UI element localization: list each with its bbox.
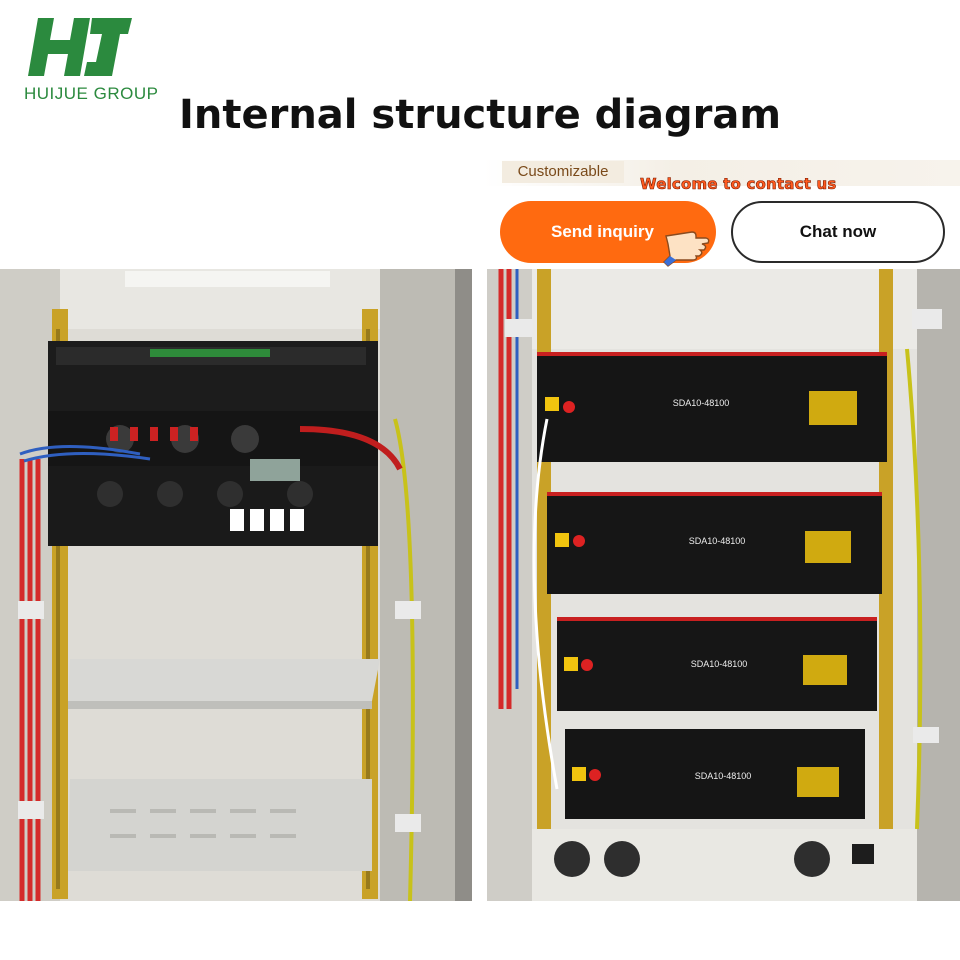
- battery-module-3: SDA10-48100: [557, 617, 877, 711]
- right-battery-photo: SDA10-48100 SDA10-48100 SDA10-48100 SDA1…: [487, 269, 960, 901]
- battery-label: SDA10-48100: [689, 536, 746, 546]
- welcome-text: Welcome to contact us: [640, 175, 837, 194]
- send-inquiry-button[interactable]: Send inquiry: [500, 201, 716, 263]
- logo-mark-icon: [28, 18, 132, 76]
- page-title: Internal structure diagram: [178, 92, 782, 138]
- brand-name: HUIJUE GROUP: [24, 84, 159, 103]
- pointing-hand-icon: [663, 231, 710, 267]
- battery-label: SDA10-48100: [695, 771, 752, 781]
- battery-label: SDA10-48100: [691, 659, 748, 669]
- battery-module-2: SDA10-48100: [547, 492, 882, 594]
- chat-now-button[interactable]: Chat now: [731, 201, 945, 263]
- brand-logo: HUIJUE GROUP: [24, 14, 158, 104]
- customizable-tag: Customizable: [502, 161, 624, 183]
- left-cabinet-photo: [0, 269, 472, 901]
- battery-label: SDA10-48100: [673, 398, 730, 408]
- battery-module-4: SDA10-48100: [565, 729, 865, 819]
- battery-rack-illustration: SDA10-48100 SDA10-48100 SDA10-48100 SDA1…: [487, 269, 960, 901]
- cabinet-rack-illustration: [0, 269, 472, 901]
- battery-module-1: SDA10-48100: [537, 352, 887, 462]
